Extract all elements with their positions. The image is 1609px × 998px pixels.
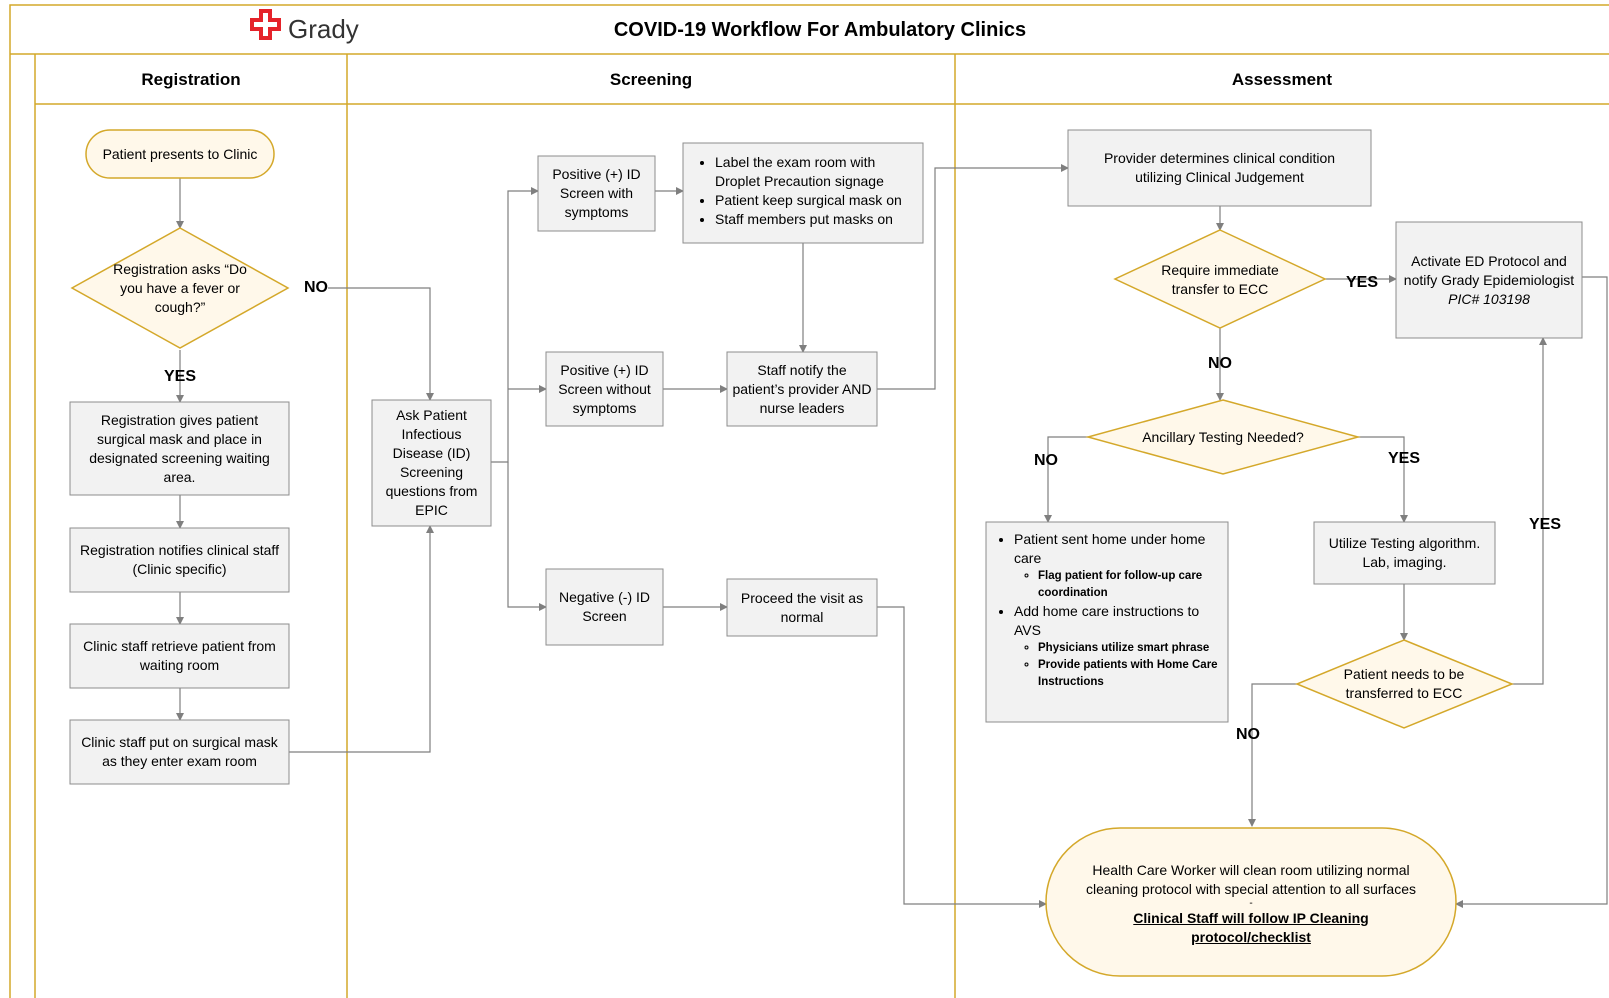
- process-reg-notifies-shape: [69, 527, 290, 593]
- edge-proceed-to-clean: [877, 606, 1047, 908]
- edge-clinicmask-to-ask: [289, 525, 434, 753]
- label-room-item: Patient keep surgical mask on: [715, 191, 917, 210]
- grady-logo: Grady: [248, 12, 359, 46]
- edge-activate-to-clean: [1455, 276, 1608, 908]
- edge-ask-to-pos-with: [491, 187, 539, 463]
- decision-require-transfer-shape: [1113, 229, 1327, 329]
- swimlane-frame: [9, 4, 1609, 998]
- home-care-item: Patient sent home under home care Flag p…: [1014, 530, 1224, 602]
- home-care-subitem: Flag patient for follow-up care coordina…: [1038, 568, 1224, 602]
- process-staff-mask-shape: [69, 719, 290, 785]
- home-care-item1-text: Patient sent home under home care: [1014, 531, 1206, 566]
- decision-ancillary-shape: [1085, 399, 1361, 475]
- activate-ed-text: Activate ED Protocol and notify Grady Ep…: [1403, 252, 1575, 288]
- node-patient-presents: Patient presents to Clinic: [102, 145, 258, 162]
- node-home-care: Patient sent home under home care Flag p…: [986, 522, 1228, 722]
- edge-label-no-transfer: NO: [1208, 354, 1232, 372]
- label-room-item: Staff members put masks on: [715, 210, 917, 229]
- node-require-transfer: Require immediate transfer to ECC: [1161, 262, 1279, 297]
- edge-no-ancillary: [1044, 436, 1088, 523]
- node-staff-retrieve: Clinic staff retrieve patient from waiti…: [83, 638, 276, 673]
- node-needs-transfer: Patient needs to be transferred to ECC: [1343, 666, 1465, 701]
- edge-label-no-needs-transfer: NO: [1236, 725, 1260, 743]
- node-proceed-visit: Proceed the visit as normal: [740, 589, 864, 625]
- process-pos-without-shape: [545, 351, 664, 427]
- node-label-exam-room: Label the exam room with Droplet Precaut…: [683, 143, 923, 243]
- home-care-sublist: Physicians utilize smart phrase Provide …: [1014, 640, 1224, 691]
- node-pos-with-symptoms: Positive (+) ID Screen with symptoms: [552, 166, 641, 220]
- logo-mark-spacer: [248, 12, 282, 46]
- edge-label-yes-needs-transfer: YES: [1528, 515, 1561, 533]
- process-proceed-shape: [726, 578, 878, 637]
- process-testing-shape: [1313, 521, 1496, 585]
- node-reg-gives-mask: Registration gives patient surgical mask…: [89, 411, 270, 485]
- edge-label-no-ancillary: NO: [1034, 451, 1058, 469]
- reg-notifies-line1: Registration notifies clinical staff: [80, 542, 279, 558]
- home-care-subitem: Physicians utilize smart phrase: [1038, 640, 1224, 657]
- process-activate-ed-shape: [1395, 221, 1583, 339]
- node-provider-determines: Provider determines clinical condition u…: [1103, 150, 1336, 185]
- process-pos-with-shape: [537, 155, 656, 232]
- node-hcw-clean: Health Care Worker will clean room utili…: [1066, 858, 1436, 950]
- reg-notifies-line2: (Clinic specific): [132, 561, 227, 577]
- hcw-clean-ip-protocol: Clinical Staff will follow IP Cleaning p…: [1133, 910, 1369, 945]
- hcw-clean-text: Health Care Worker will clean room utili…: [1086, 862, 1416, 897]
- edge-yes-needs-transfer: [1512, 337, 1547, 685]
- process-label-room-shape: [682, 142, 924, 244]
- node-utilize-testing: Utilize Testing algorithm. Lab, imaging.: [1328, 535, 1481, 570]
- process-staff-notify-shape: [726, 351, 878, 427]
- home-care-list: Patient sent home under home care Flag p…: [988, 530, 1224, 691]
- label-room-item: Label the exam room with Droplet Precaut…: [715, 153, 917, 191]
- edge-yes-ancillary: [1358, 436, 1408, 523]
- process-staff-retrieve-shape: [69, 623, 290, 689]
- connectors: [176, 164, 1608, 908]
- red-cross-icon: [250, 9, 281, 40]
- hcw-clean-separator: -: [1249, 898, 1253, 909]
- home-care-item2-text: Add home care instructions to AVS: [1014, 603, 1200, 638]
- decision-registration-shape: [70, 227, 290, 349]
- process-reg-gives-mask-shape: [69, 401, 290, 496]
- node-registration-asks: Registration asks “Do you have a fever o…: [113, 260, 247, 315]
- edge-no-fever: [328, 287, 434, 401]
- terminal-hcw-clean-shape: [1045, 827, 1457, 977]
- node-reg-notifies: Registration notifies clinical staff (Cl…: [70, 528, 289, 592]
- terminal-patient-presents-shape: [85, 129, 275, 179]
- node-pos-without-symptoms: Positive (+) ID Screen without symptoms: [558, 361, 651, 416]
- edge-label-yes-ancillary: YES: [1387, 449, 1420, 467]
- edge-label-yes-fever: YES: [163, 367, 196, 385]
- lane-title-registration: Registration: [141, 69, 241, 89]
- decision-needs-transfer-shape: [1295, 639, 1514, 729]
- node-staff-mask: Clinic staff put on surgical mask as the…: [81, 734, 278, 769]
- process-ask-patient-shape: [371, 399, 492, 527]
- page-title: COVID-19 Workflow For Ambulatory Clinics: [613, 18, 1027, 41]
- home-care-sublist: Flag patient for follow-up care coordina…: [1014, 568, 1224, 602]
- node-ask-patient: Ask Patient Infectious Disease (ID) Scre…: [385, 407, 478, 518]
- process-provider-shape: [1067, 129, 1372, 207]
- lane-title-screening: Screening: [609, 69, 693, 89]
- node-staff-notify: Staff notify the patient’s provider AND …: [732, 361, 872, 416]
- edge-notify-to-provider: [877, 164, 1069, 390]
- process-negative-shape: [545, 568, 664, 646]
- edge-label-no-fever: NO: [304, 278, 328, 296]
- lane-title-assessment: Assessment: [1231, 69, 1333, 89]
- edge-label-yes-transfer: YES: [1345, 273, 1378, 291]
- home-care-item: Add home care instructions to AVS Physic…: [1014, 602, 1224, 691]
- node-negative-screen: Negative (-) ID Screen: [558, 589, 651, 624]
- node-ancillary-testing: Ancillary Testing Needed?: [1142, 428, 1304, 445]
- home-care-subitem: Provide patients with Home Care Instruct…: [1038, 657, 1224, 691]
- logo-text: Grady: [288, 13, 359, 44]
- label-room-list: Label the exam room with Droplet Precaut…: [689, 153, 917, 229]
- node-activate-ed: Activate ED Protocol and notify Grady Ep…: [1396, 222, 1582, 338]
- pic-number: PIC# 103198: [1448, 290, 1530, 307]
- process-home-care-shape: [985, 521, 1229, 723]
- edge-no-needs-transfer: [1248, 683, 1297, 827]
- edge-ask-to-negative: [507, 462, 547, 611]
